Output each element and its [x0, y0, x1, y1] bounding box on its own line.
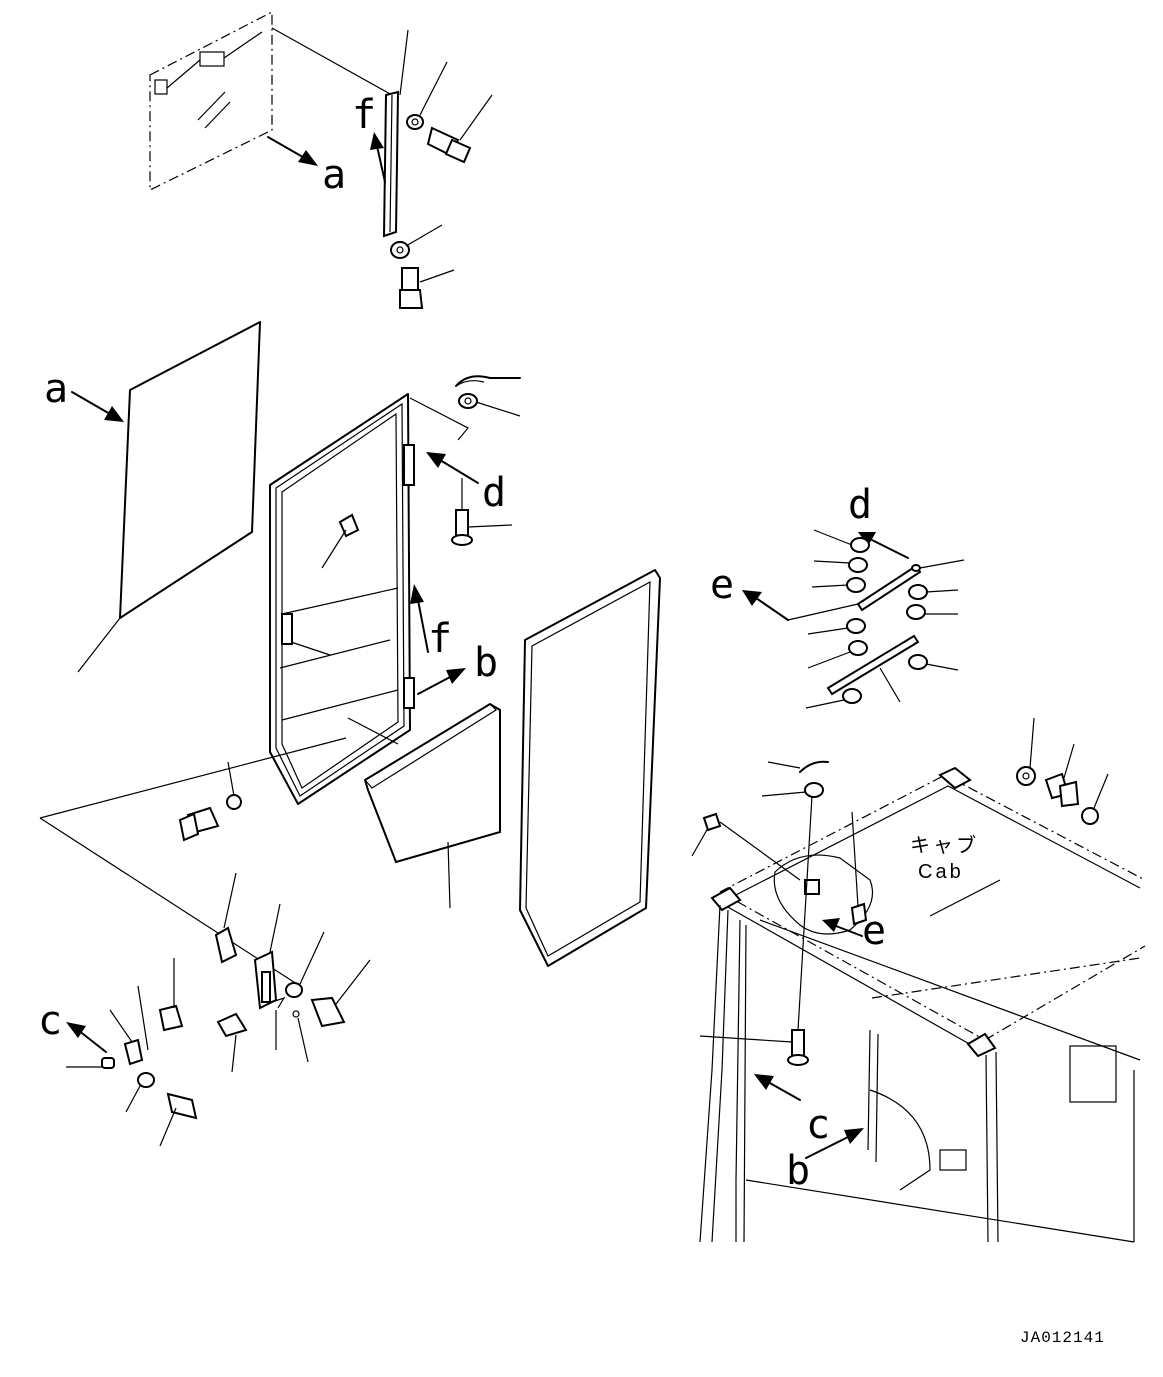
- leader-lower-left-2: [39, 817, 301, 987]
- label-c-cab: c: [806, 1102, 830, 1148]
- arrow-d-right: [858, 532, 909, 559]
- label-a-top: a: [322, 152, 346, 198]
- arrow-c-cab: [754, 1074, 801, 1101]
- latch-spring: [271, 996, 309, 1063]
- catch-plate: [109, 985, 149, 1066]
- glass-panel-a: [77, 321, 261, 673]
- label-c-left: c: [38, 998, 62, 1044]
- cab-bolt-right: [1044, 743, 1080, 808]
- cab-pin: [699, 1029, 809, 1066]
- label-a-left: a: [44, 366, 68, 412]
- rail-top: [382, 29, 409, 238]
- cab-label-en: Cab: [918, 861, 964, 883]
- cab-nut: [691, 812, 801, 881]
- label-f-center: f: [428, 616, 452, 662]
- washers-left-column: [805, 529, 870, 709]
- door-seal: [519, 569, 661, 967]
- arrow-e-cab: [822, 918, 863, 937]
- drawing-code: JA012141: [1020, 1329, 1105, 1347]
- washers-right-column: [906, 559, 965, 671]
- label-e-right: e: [710, 562, 734, 608]
- cab-washer-right-2: [1081, 773, 1109, 825]
- door-frame-bolt-center: [321, 513, 360, 569]
- label-d-left: d: [482, 470, 506, 516]
- cab-washer-right-1: [1016, 717, 1036, 786]
- bolt-top-1: [426, 94, 493, 164]
- cab-clip: [767, 760, 829, 773]
- catch-pin: [66, 1057, 115, 1069]
- arrow-a-top: [267, 136, 318, 166]
- washer-top-1: [406, 61, 448, 130]
- arrow-e-right: [742, 590, 859, 621]
- catch-washer: [125, 1072, 155, 1113]
- arrow-f-top: [370, 132, 386, 183]
- cab-label-jp: キャブ: [910, 833, 979, 857]
- door-frame: [269, 393, 415, 805]
- hinge-pin-washer: [409, 393, 521, 441]
- door-pad: [363, 702, 501, 909]
- arrow-f-center: [410, 584, 429, 653]
- frame-bolt-lower: [178, 761, 242, 842]
- label-e-cab: e: [862, 908, 886, 954]
- hinge-pin: [451, 478, 513, 546]
- cab-washer: [761, 782, 824, 1031]
- label-f-top: f: [352, 92, 376, 138]
- catch-screw: [158, 958, 184, 1032]
- arrow-a-left: [71, 391, 124, 422]
- arrow-b-center: [417, 668, 466, 695]
- cab-bracket: [850, 811, 868, 926]
- latch-body: [253, 903, 281, 1010]
- arrow-c-left: [66, 1022, 107, 1053]
- label-b-cab: b: [786, 1148, 810, 1194]
- striker-rail: [826, 634, 920, 703]
- label-d-right: d: [848, 482, 872, 528]
- arrow-b-cab: [805, 1128, 864, 1159]
- latch-bolt-right: [310, 959, 371, 1028]
- catch-bolt: [159, 1092, 198, 1147]
- top-window-panel: [149, 11, 393, 191]
- label-b-center: b: [474, 640, 498, 686]
- washer-top-2: [390, 224, 443, 259]
- arrow-d-left: [426, 452, 479, 484]
- cab-pillars: [699, 904, 1135, 1243]
- latch-plate: [214, 872, 238, 964]
- latch-screw: [216, 1012, 248, 1073]
- leader-lower-left: [39, 737, 347, 819]
- latch-washer: [285, 931, 325, 998]
- bolt-top-2: [399, 267, 455, 309]
- cab-roof: [710, 766, 1146, 1061]
- hinge-pin-clip: [455, 375, 521, 387]
